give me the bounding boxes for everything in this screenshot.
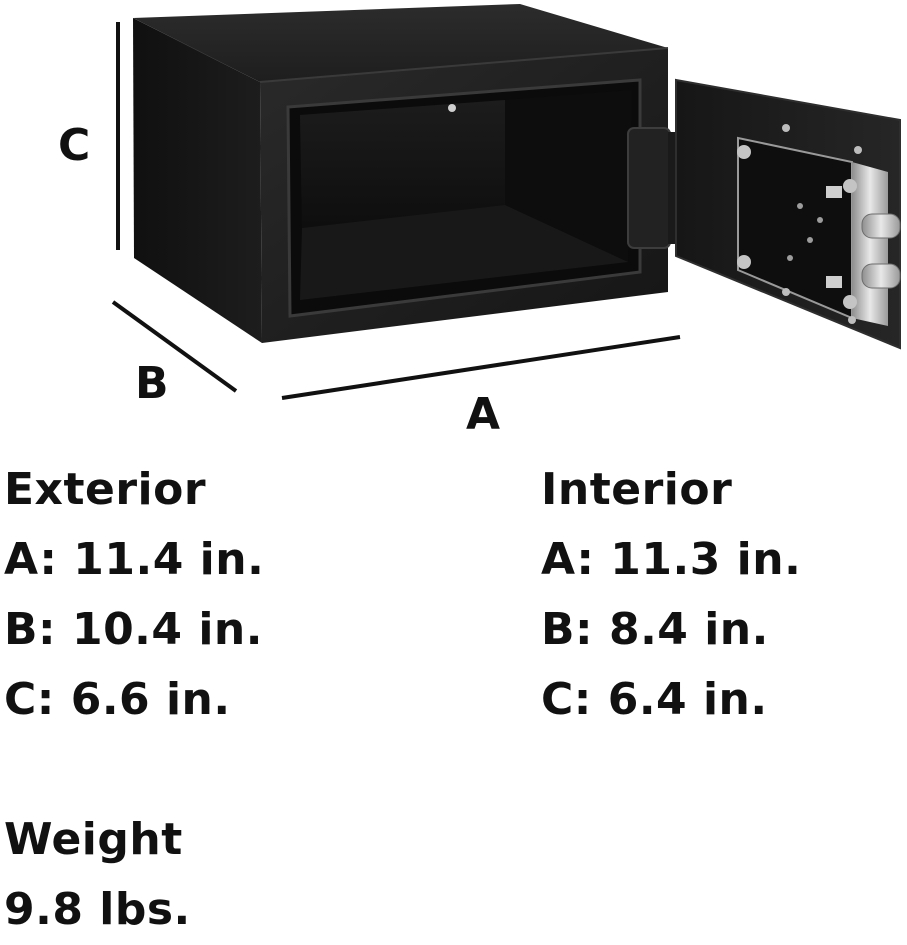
weight-value: 9.8 lbs. [4,884,191,935]
dimension-label-c: C [58,120,91,171]
interior-dimension-b: B: 8.4 in. [541,604,769,655]
safe-illustration [111,4,901,400]
weight-heading: Weight [4,814,183,865]
dimension-line-a [281,335,681,400]
interior-dimension-a: A: 11.3 in. [541,534,802,585]
exterior-heading: Exterior [4,464,207,515]
interior-heading: Interior [541,464,733,515]
exterior-specs: Exterior A: 11.4 in. B: 10.4 in. C: 6.6 … [4,455,264,735]
dimension-line-b [111,300,238,393]
dimension-label-b: B [135,358,169,409]
exterior-dimension-a: A: 11.4 in. [4,534,265,585]
weight-specs: Weight 9.8 lbs. [4,805,191,945]
safe-body [133,4,682,343]
dimension-label-a: A [466,389,501,440]
exterior-dimension-c: C: 6.6 in. [4,674,231,725]
exterior-dimension-b: B: 10.4 in. [4,604,263,655]
interior-specs: Interior A: 11.3 in. B: 8.4 in. C: 6.4 i… [541,455,801,735]
safe-door [675,78,901,350]
interior-dimension-c: C: 6.4 in. [541,674,768,725]
